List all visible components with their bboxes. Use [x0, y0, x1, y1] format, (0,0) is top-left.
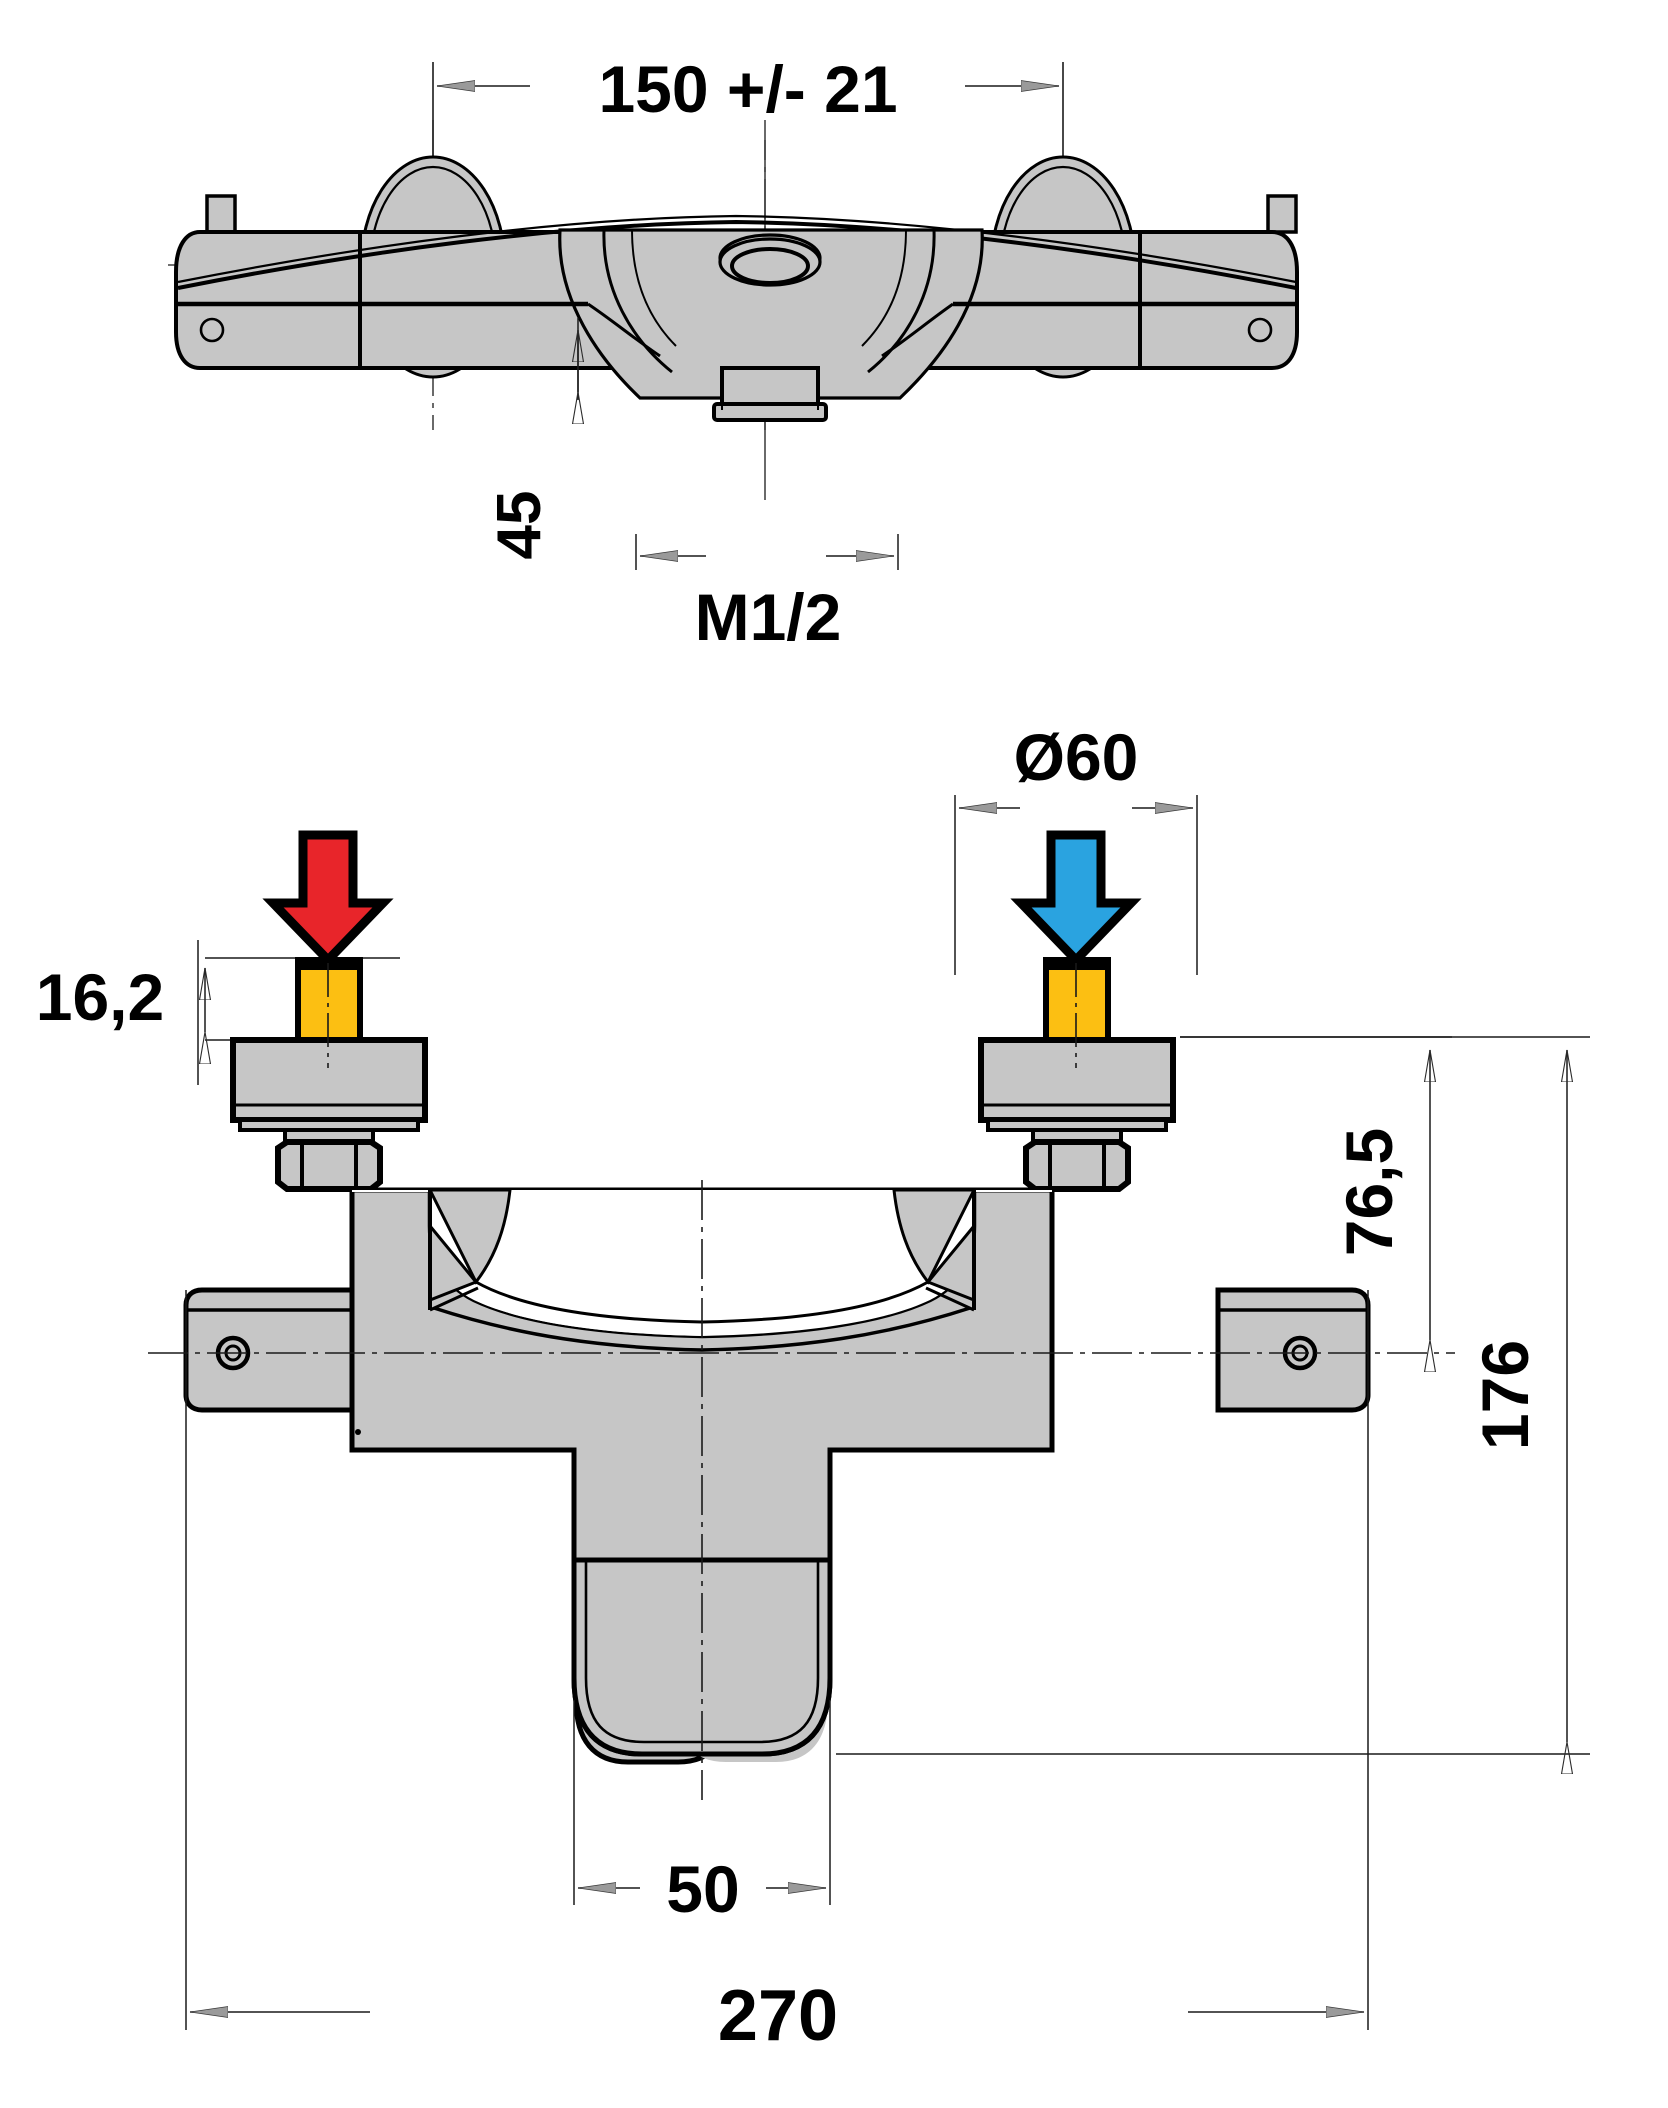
dim-label-rosette-diameter: Ø60	[1014, 720, 1139, 794]
dim-label-spout-offset: 45	[485, 491, 554, 560]
top-view-flare-rib-right	[867, 229, 936, 374]
dimension-center-distance: 150 +/- 21	[432, 52, 1064, 185]
top-view: 150 +/- 21	[168, 52, 1299, 654]
down-arrow-icon	[1010, 830, 1142, 967]
top-view-shoulder-join-left	[587, 302, 661, 358]
dim-label-center-distance: 150 +/- 21	[598, 52, 897, 126]
dim-label-spout-width: 50	[666, 1852, 739, 1926]
top-view-body	[174, 155, 1299, 422]
dim-label-overall-height: 176	[1468, 1340, 1542, 1450]
top-view-flare-rib-right-2	[861, 229, 907, 347]
dim-label-handle-cap-height: 16,2	[36, 960, 164, 1034]
facet-left-1	[427, 1188, 512, 1285]
hot-handle-body	[230, 1037, 428, 1123]
cold-inlet-arrow	[1010, 830, 1142, 967]
top-view-top-edge	[177, 219, 1297, 290]
top-view-top-edge-2	[177, 214, 1297, 284]
cold-cartridge	[1043, 964, 1111, 1043]
cold-handle-assembly	[978, 957, 1176, 1192]
top-view-outlet-collar	[712, 402, 828, 422]
dimension-spout-offset: 45	[485, 318, 578, 559]
dimension-outlet-thread: M1/2	[635, 534, 899, 654]
facet-right-1	[892, 1188, 977, 1285]
top-view-right-stud	[1266, 194, 1298, 234]
dimension-rosette-diameter: Ø60	[954, 720, 1198, 975]
facet-right-edge-2	[925, 1286, 975, 1312]
dimension-overall-height: 176	[836, 1036, 1590, 1754]
top-view-spout-flare	[558, 228, 984, 400]
dim-label-overall-width: 270	[718, 1976, 838, 2056]
top-view-flare-rib-left	[602, 229, 673, 374]
hot-inlet-arrow	[262, 830, 394, 967]
top-view-left-screw	[199, 317, 225, 343]
facet-left-edge-2	[429, 1286, 479, 1312]
left-inlet-arm	[183, 1287, 360, 1413]
top-view-shoulder-join-right	[881, 302, 954, 358]
cold-hex-nut	[1023, 1139, 1131, 1192]
dimension-spout-width: 50	[573, 1700, 831, 1926]
top-view-flare-rib-left-2	[631, 229, 677, 347]
down-arrow-icon	[262, 830, 394, 967]
hot-cartridge	[295, 964, 363, 1043]
front-view: Ø60 16,2	[36, 720, 1590, 2056]
top-view-outlet-stub-edges	[721, 368, 819, 410]
top-view-right-screw	[1247, 317, 1273, 343]
dim-label-inlet-to-axis: 76,5	[1332, 1128, 1406, 1256]
top-view-outlet-bore	[730, 247, 810, 285]
hot-hex-nut	[275, 1139, 383, 1192]
dimension-overall-width: 270	[185, 1290, 1369, 2056]
top-view-left-stud	[205, 194, 237, 234]
hot-handle-assembly	[230, 957, 428, 1192]
cold-handle-body	[978, 1037, 1176, 1123]
body-mark	[355, 1429, 361, 1435]
dim-label-outlet-thread: M1/2	[695, 580, 842, 654]
